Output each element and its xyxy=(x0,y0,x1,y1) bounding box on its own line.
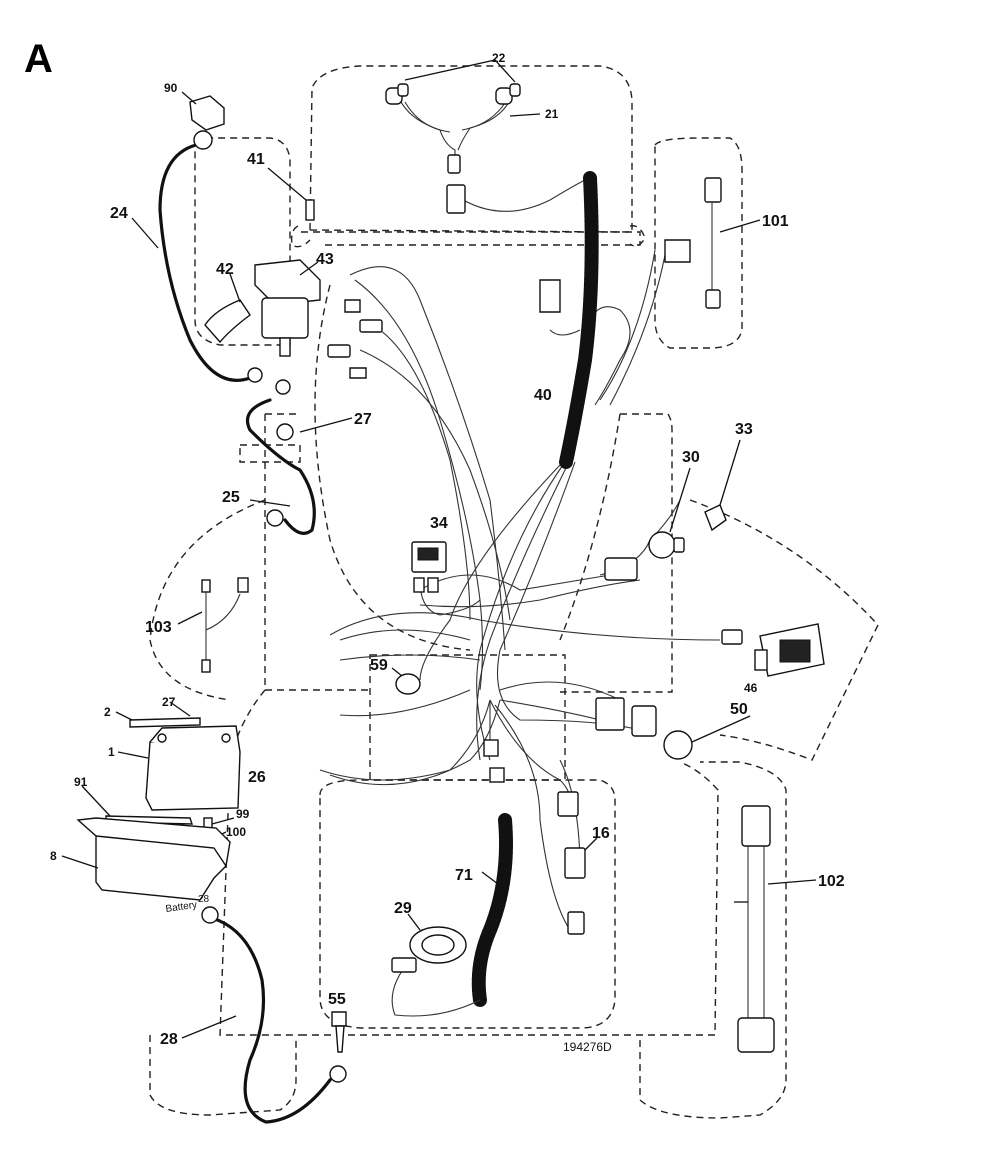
cable-25 xyxy=(245,398,316,535)
callout-59: 59 xyxy=(370,657,388,674)
callout-24: 24 xyxy=(110,205,128,222)
callout-33: 33 xyxy=(735,421,753,438)
callout-91: 91 xyxy=(74,775,88,789)
callout-90: 90 xyxy=(164,81,178,95)
drawing-number: 194276D xyxy=(563,1040,612,1054)
callout-21: 21 xyxy=(545,107,559,121)
callout-26: 26 xyxy=(248,769,266,786)
callout-42: 42 xyxy=(216,261,234,278)
callout-2: 2 xyxy=(104,705,111,719)
solenoid-assembly xyxy=(204,167,321,357)
mid-right-connectors xyxy=(483,697,751,935)
part-29-horn xyxy=(391,913,481,1017)
callout-71: 71 xyxy=(455,867,473,884)
callout-25: 25 xyxy=(222,489,240,506)
part-46-hour-meter xyxy=(721,623,825,677)
wire-loom-71 xyxy=(471,813,513,1007)
callout-28b: 28 xyxy=(160,1031,178,1048)
part-101-harness xyxy=(704,177,761,309)
callout-16: 16 xyxy=(592,825,610,842)
callout-labels: 90 22 21 41 24 42 43 101 27 40 25 30 33 … xyxy=(50,51,845,1054)
cable-24 xyxy=(158,143,252,382)
callout-27a: 27 xyxy=(354,411,372,428)
callout-8: 8 xyxy=(50,849,57,863)
callout-46: 46 xyxy=(744,681,758,695)
main-wire-harness xyxy=(319,179,721,931)
cable-28 xyxy=(210,916,332,1124)
center-connectors xyxy=(327,239,691,379)
callout-30: 30 xyxy=(682,449,700,466)
callout-34: 34 xyxy=(430,515,448,532)
callout-27b: 27 xyxy=(162,695,176,709)
callout-101: 101 xyxy=(762,213,789,230)
callout-43: 43 xyxy=(316,251,334,268)
callout-41: 41 xyxy=(247,151,265,168)
switches-right xyxy=(604,439,741,581)
part-90-boot xyxy=(181,91,225,131)
part-55-bolt xyxy=(331,1011,347,1053)
part-102-harness xyxy=(734,805,817,1053)
wire-loom-40 xyxy=(559,171,599,469)
callout-55: 55 xyxy=(328,991,346,1008)
callout-22: 22 xyxy=(492,51,506,65)
mower-outline xyxy=(149,65,879,1119)
part-59-light xyxy=(391,667,421,695)
battery-assembly xyxy=(61,701,241,901)
section-letter: A xyxy=(24,37,53,81)
callout-1: 1 xyxy=(108,745,115,759)
part-34-switch xyxy=(411,541,447,593)
callout-28a: 28 xyxy=(198,894,210,905)
callout-99: 99 xyxy=(236,807,250,821)
callout-103: 103 xyxy=(145,619,172,636)
callout-29: 29 xyxy=(394,900,412,917)
callout-50: 50 xyxy=(730,701,748,718)
callout-102: 102 xyxy=(818,873,845,890)
callout-40: 40 xyxy=(534,387,552,404)
part-103-harness xyxy=(177,577,249,673)
headlight-harness xyxy=(385,59,541,214)
callout-100: 100 xyxy=(226,825,246,839)
battery-label: Battery xyxy=(165,900,198,915)
